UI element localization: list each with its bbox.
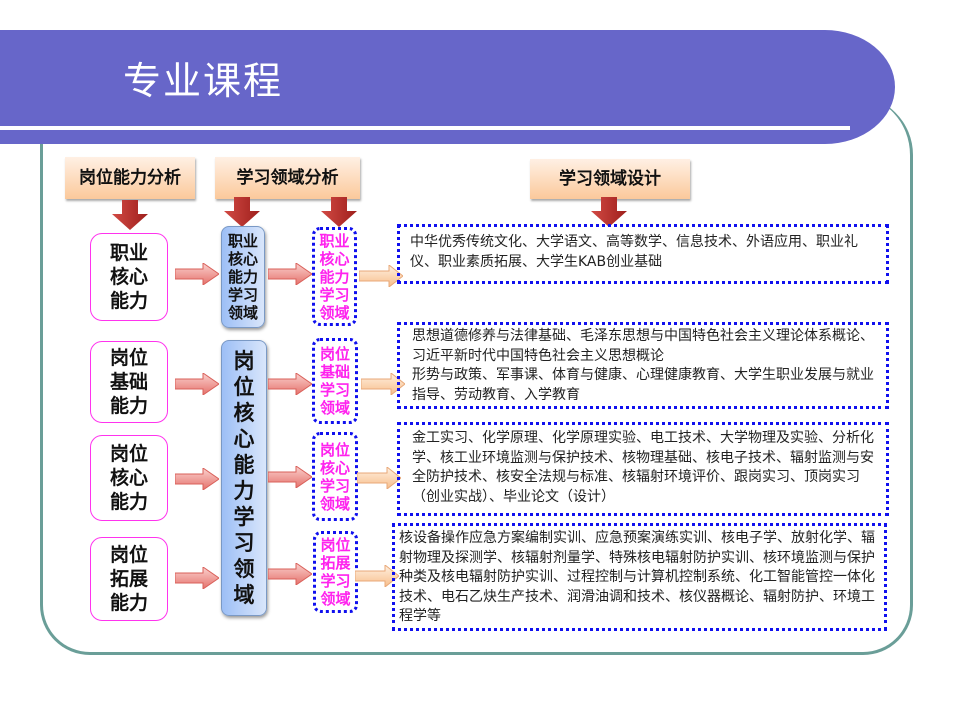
right-arrow-icon (268, 466, 312, 488)
banner-divider (0, 126, 850, 130)
content-frame (40, 95, 913, 655)
right-arrow-icon (357, 467, 401, 489)
domain-vocational-core: 职业 核心 能力 学习 领域 (312, 227, 357, 326)
courses-job-basic: 思想道德修养与法律基础、毛泽东思想与中国特色社会主义理论体系概论、习近平新时代中… (397, 322, 889, 409)
title-banner (0, 30, 895, 144)
down-arrow-icon (321, 197, 357, 227)
down-arrow-icon (224, 197, 260, 227)
header-domain-analysis: 学习领域分析 (215, 157, 360, 199)
page-title: 专业课程 (123, 59, 284, 103)
right-arrow-icon (268, 563, 312, 585)
right-arrow-icon (268, 373, 312, 395)
right-arrow-icon (175, 567, 219, 589)
courses-vocational-core: 中华优秀传统文化、大学语文、高等数学、信息技术、外语应用、职业礼仪、职业素质拓展… (397, 224, 889, 284)
domain-job-core: 岗位 核心 学习 领域 (312, 432, 358, 521)
ability-job-extension: 岗位 拓展 能力 (90, 537, 168, 621)
domain-job-basic: 岗位 基础 学习 领域 (312, 338, 358, 424)
down-arrow-icon (591, 197, 627, 227)
vocational-core-domain: 职业 核心 能力 学习 领域 (221, 226, 265, 328)
courses-job-extension: 核设备操作应急方案编制实训、应急预案演练实训、核电子学、放射化学、辐射物理及探测… (392, 523, 887, 631)
header-domain-design: 学习领域设计 (530, 159, 690, 199)
down-arrow-icon (112, 200, 148, 230)
ability-job-basic: 岗位 基础 能力 (90, 341, 168, 423)
ability-vocational-core: 职业 核心 能力 (90, 233, 168, 321)
job-core-domain: 岗 位 核 心 能 力 学 习 领 域 (221, 340, 267, 616)
right-arrow-icon (175, 373, 219, 395)
domain-job-extension: 岗位 拓展 学习 领域 (313, 531, 358, 613)
right-arrow-icon (175, 263, 219, 285)
right-arrow-icon (268, 263, 312, 285)
courses-job-core: 金工实习、化学原理、化学原理实验、电工技术、大学物理及实验、分析化学、核工业环境… (397, 422, 889, 516)
right-arrow-icon (175, 468, 219, 490)
ability-job-core: 岗位 核心 能力 (90, 435, 168, 521)
header-job-analysis: 岗位能力分析 (65, 157, 195, 199)
